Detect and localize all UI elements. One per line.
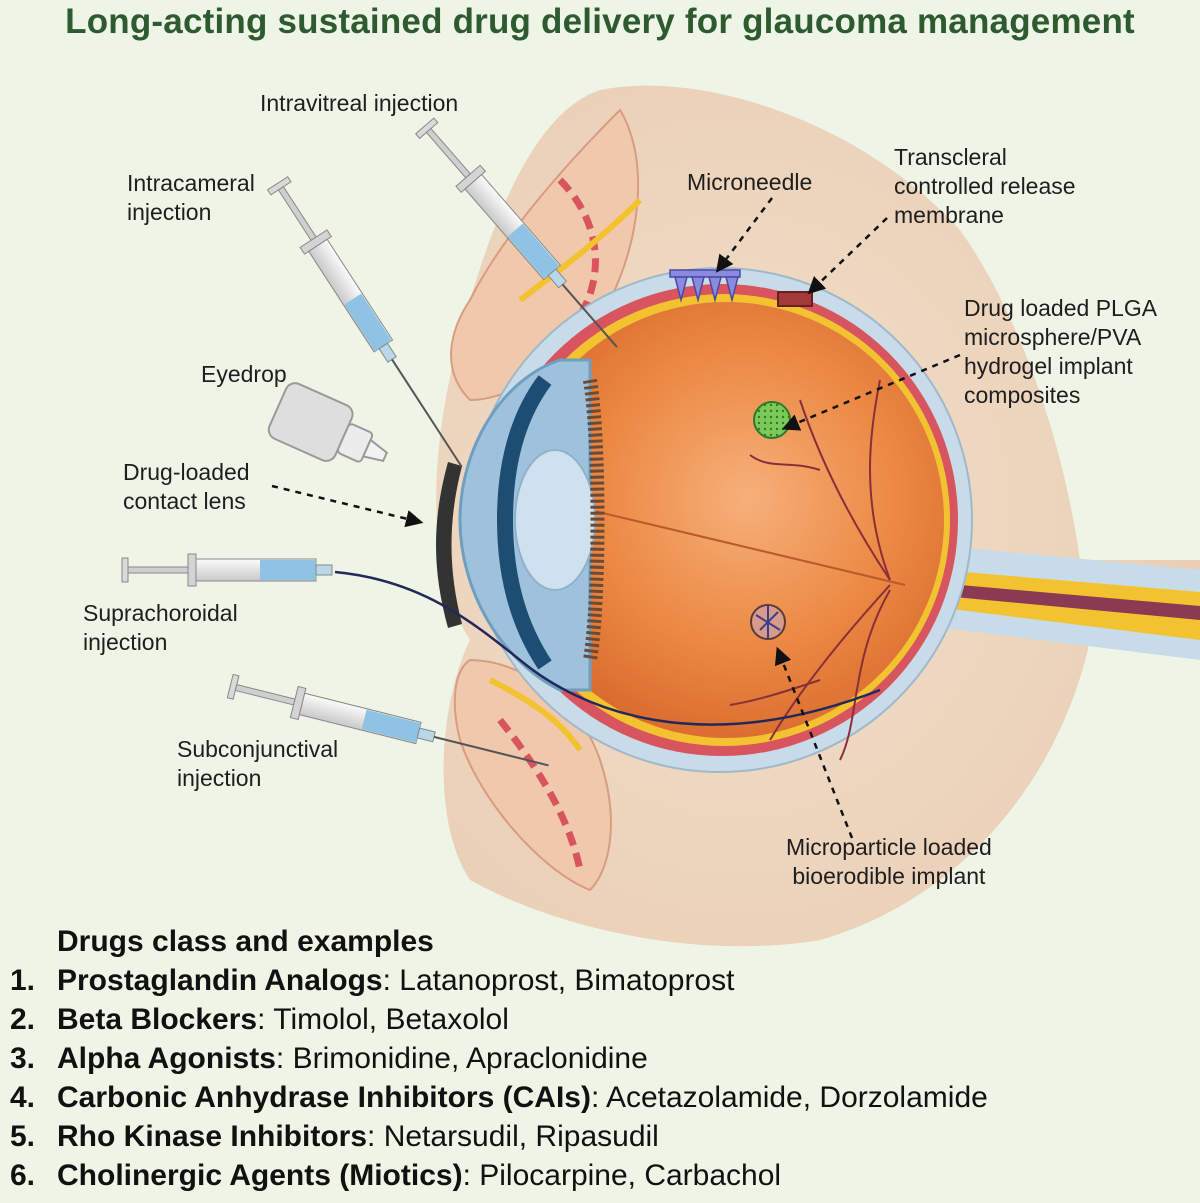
drug-class-list: Drugs class and examples 1. Prostaglandi… [10,922,1190,1195]
label-plga-microsphere: Drug loaded PLGA microsphere/PVA hydroge… [964,295,1158,408]
suprachoroidal-needle [334,570,881,726]
drug-item-number: 1. [10,964,36,997]
drug-item-number: 6. [10,1159,36,1192]
drug-examples: : Timolol, Betaxolol [257,1003,509,1036]
label-subconjunctival: Subconjunctival injection [177,736,339,791]
label-eyedrop: Eyedrop [201,361,287,387]
eyedrop-bottle-icon [267,382,389,463]
label-contact-lens: Drug-loaded contact lens [123,459,250,514]
drug-examples: : Netarsudil, Ripasudil [367,1120,659,1153]
label-microparticle: Microparticle loaded bioerodible implant [786,834,992,889]
drug-class-name: Beta Blockers [57,1003,258,1036]
drug-class-name: Cholinergic Agents (Miotics) [57,1159,463,1192]
drug-class-name: Prostaglandin Analogs [57,964,383,997]
syringe-icon [121,553,333,587]
retinal-vessels [729,379,891,761]
label-microneedle: Microneedle [687,169,813,195]
label-transcleral: Transcleral controlled release membrane [894,144,1076,228]
drug-examples: : Latanoprost, Bimatoprost [382,964,735,997]
pointer-arrows [271,197,961,839]
drug-item-number: 3. [10,1042,36,1075]
drug-class-name: Rho Kinase Inhibitors [57,1120,368,1153]
drug-item: 4. Carbonic Anhydrase Inhibitors (CAIs):… [10,1078,1190,1117]
drug-examples: : Pilocarpine, Carbachol [462,1159,782,1192]
syringe-icon [226,673,549,767]
syringe-icon [266,176,463,468]
drug-item-number: 4. [10,1081,36,1114]
label-intracameral: Intracameral injection [127,170,255,225]
drug-item: 5. Rho Kinase Inhibitors: Netarsudil, Ri… [10,1117,1190,1156]
drug-item-number: 2. [10,1003,36,1036]
microparticle-implant-icon [750,604,786,640]
drug-item: 6. Cholinergic Agents (Miotics): Pilocar… [10,1156,1190,1195]
label-suprachoroidal: Suprachoroidal injection [83,600,238,655]
drug-class-name: Alpha Agonists [57,1042,276,1075]
drug-item: 1. Prostaglandin Analogs: Latanoprost, B… [10,961,1190,1000]
drug-list-heading: Drugs class and examples [57,925,434,958]
microsphere-icon [753,401,791,439]
drug-item: 2. Beta Blockers: Timolol, Betaxolol [10,1000,1190,1039]
drug-examples: : Acetazolamide, Dorzolamide [590,1081,988,1114]
drug-item: 3. Alpha Agonists: Brimonidine, Apraclon… [10,1039,1190,1078]
microneedle-icon [669,269,741,303]
syringe-icon [414,117,618,348]
membrane-patch-icon [777,291,813,307]
anterior-segment [458,358,605,692]
drug-class-name: Carbonic Anhydrase Inhibitors (CAIs) [57,1081,591,1114]
figure-title: Long-acting sustained drug delivery for … [65,2,1135,41]
drug-item-number: 5. [10,1120,36,1153]
label-intravitreal: Intravitreal injection [260,90,459,116]
drug-examples: : Brimonidine, Apraclonidine [275,1042,648,1075]
contact-lens-icon [436,462,462,628]
